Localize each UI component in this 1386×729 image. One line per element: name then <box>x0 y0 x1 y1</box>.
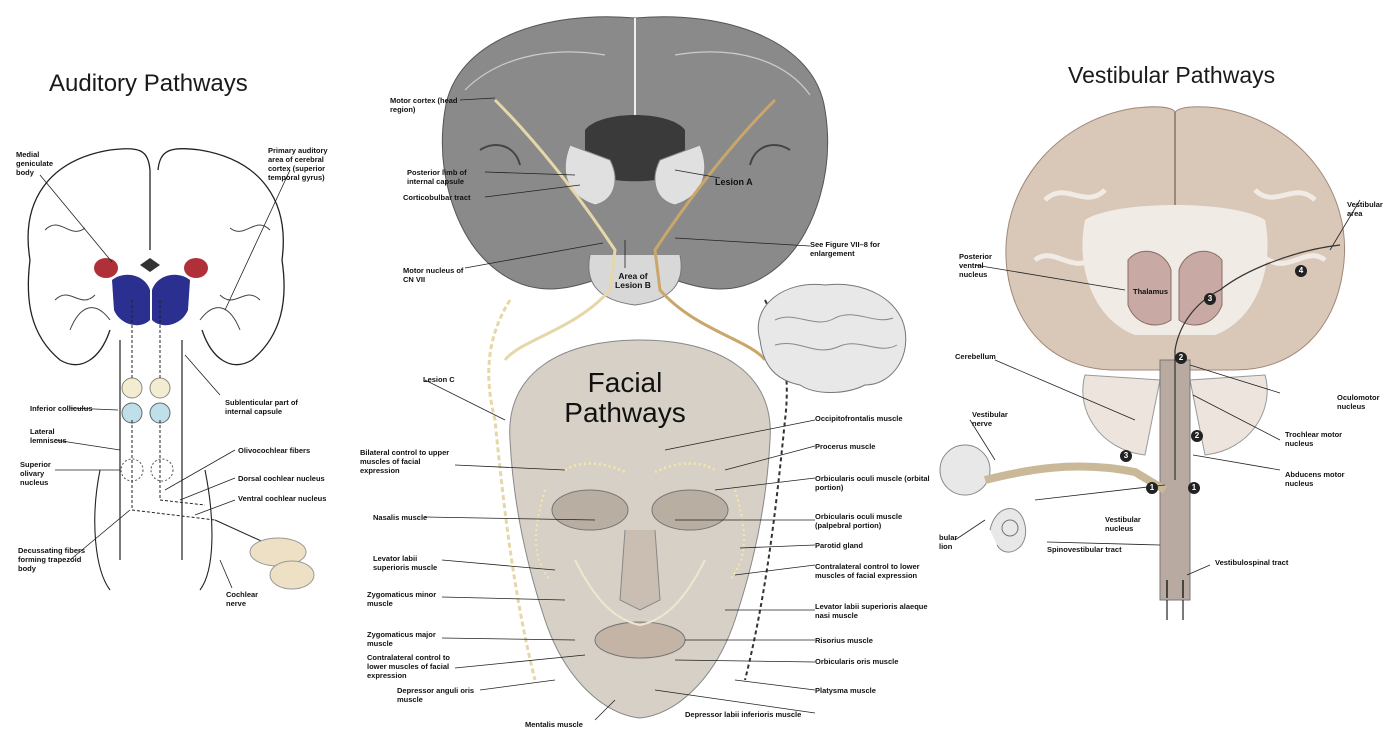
inner-ear <box>940 445 990 495</box>
label-orbicularis-oris: Orbicularis oris muscle <box>815 657 925 666</box>
label-contralateral-right: Contralateral control to lower muscles o… <box>815 562 925 580</box>
label-zyg-major: Zygomaticus major muscle <box>367 630 443 648</box>
label-occipitofrontalis: Occipitofrontalis muscle <box>815 414 930 423</box>
label-orbicularis-orbital: Orbicularis oculi muscle (orbital portio… <box>815 474 930 492</box>
label-risorius: Risorius muscle <box>815 636 895 645</box>
marker-4: 4 <box>1295 265 1307 277</box>
label-lesion-a: Lesion A <box>715 178 775 187</box>
label-zyg-minor: Zygomaticus minor muscle <box>367 590 443 608</box>
marker-2a: 2 <box>1175 352 1187 364</box>
label-area-lesion-b: Area of Lesion B <box>613 272 653 290</box>
label-abducens: Abducens motor nucleus <box>1285 470 1360 488</box>
thalamus-left <box>112 275 150 325</box>
label-trochlear: Trochlear motor nucleus <box>1285 430 1365 448</box>
label-platysma: Platysma muscle <box>815 686 895 695</box>
label-medial-geniculate: Medial geniculate body <box>16 150 66 177</box>
label-orbicularis-palpebral: Orbicularis oculi muscle (palpebral port… <box>815 512 930 530</box>
marker-3a: 3 <box>1204 293 1216 305</box>
label-spinovestibular: Spinovestibular tract <box>1047 545 1122 554</box>
label-nasalis: Nasalis muscle <box>373 513 433 522</box>
vestibular-pathways-panel: Vestibular Pathways 1 1 2 2 3 3 4 Vestib… <box>935 0 1386 729</box>
label-mentalis: Mentalis muscle <box>525 720 605 729</box>
thalamus-right <box>1179 251 1222 325</box>
label-olivocochlear: Olivocochlear fibers <box>238 446 328 455</box>
label-depressor-anguli: Depressor anguli oris muscle <box>397 686 482 704</box>
marker-3b: 3 <box>1120 450 1132 462</box>
label-vestibular-nucleus: Vestibular nucleus <box>1105 515 1155 533</box>
marker-1b: 1 <box>1188 482 1200 494</box>
thalamus-right <box>152 275 190 325</box>
label-cochlear-nerve: Cochlear nerve <box>226 590 266 608</box>
label-vestibular-nerve: Vestibular nerve <box>972 410 1022 428</box>
label-see-figure: See Figure VII–8 for enlargement <box>810 240 910 258</box>
medial-geniculate-left <box>94 258 118 278</box>
label-sublenticular: Sublenticular part of internal capsule <box>225 398 325 416</box>
label-depressor-labii: Depressor labii inferioris muscle <box>685 710 835 719</box>
label-posterior-ventral: Posterior ventral nucleus <box>959 252 1009 279</box>
label-primary-auditory: Primary auditory area of cerebral cortex… <box>268 146 340 182</box>
label-motor-nucleus: Motor nucleus of CN VII <box>403 266 465 284</box>
brain-inset <box>758 284 905 392</box>
label-ventral-cochlear: Ventral cochlear nucleus <box>238 494 338 503</box>
label-cerebellum: Cerebellum <box>955 352 1015 361</box>
facial-title-line2: Pathways <box>555 398 695 428</box>
label-parotid: Parotid gland <box>815 541 895 550</box>
label-inferior-colliculus: Inferior colliculus <box>30 404 110 413</box>
label-bilateral-control: Bilateral control to upper muscles of fa… <box>360 448 460 475</box>
label-vestibulospinal: Vestibulospinal tract <box>1215 558 1295 567</box>
marker-1a: 1 <box>1146 482 1158 494</box>
label-superior-olivary: Superior olivary nucleus <box>20 460 70 487</box>
label-vestibular-area: Vestibular area <box>1347 200 1385 218</box>
label-dorsal-cochlear: Dorsal cochlear nucleus <box>238 474 338 483</box>
auditory-pathways-panel: Auditory Pathways Medial genic <box>0 0 345 729</box>
facial-title-line1: Facial <box>565 368 685 398</box>
label-lesion-c: Lesion C <box>423 375 483 384</box>
label-oculomotor: Oculomotor nucleus <box>1337 393 1385 411</box>
label-procerus: Procerus muscle <box>815 442 905 451</box>
label-levator-alaeque: Levator labii superioris alaeque nasi mu… <box>815 602 930 620</box>
label-posterior-limb: Posterior limb of internal capsule <box>407 168 487 186</box>
label-levator-labii: Levator labii superioris muscle <box>373 554 443 572</box>
facial-pathways-panel: Facial Pathways Motor cortex (head regio… <box>345 0 935 729</box>
vestibular-diagram <box>935 0 1386 729</box>
medial-geniculate-right <box>184 258 208 278</box>
label-bular-lion: bular lion <box>939 533 961 551</box>
label-contralateral-left: Contralateral control to lower muscles o… <box>367 653 457 680</box>
label-corticobulbar: Corticobulbar tract <box>403 193 493 202</box>
label-lateral-lemniscus: Lateral lemniscus <box>30 427 80 445</box>
label-decussating: Decussating fibers forming trapezoid bod… <box>18 546 90 573</box>
label-motor-cortex: Motor cortex (head region) <box>390 96 460 114</box>
label-thalamus: Thalamus <box>1133 287 1173 296</box>
auditory-diagram <box>0 0 345 729</box>
marker-2b: 2 <box>1191 430 1203 442</box>
